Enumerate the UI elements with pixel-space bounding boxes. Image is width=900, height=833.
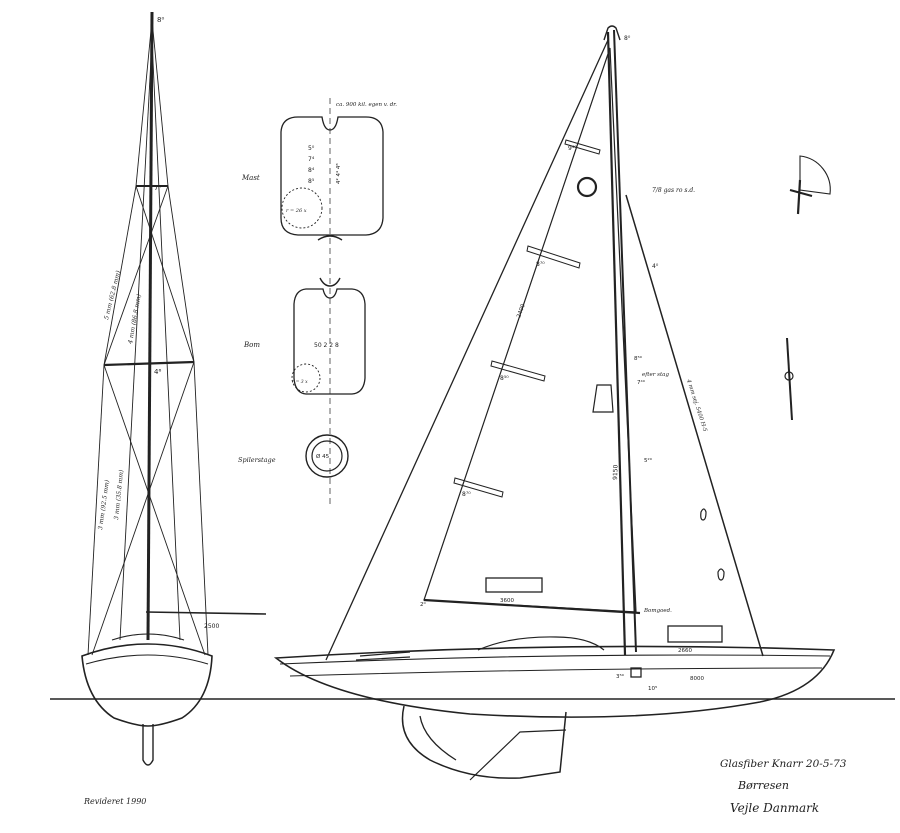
front-mast-top-mark: 8⁰ xyxy=(157,16,164,24)
boom-dims: 50 2 2 8 xyxy=(314,342,339,349)
side-hull xyxy=(273,645,836,718)
clew-mark: 2⁰ xyxy=(420,601,426,608)
side-boom xyxy=(423,598,641,615)
masthead-note: 7/8 gas ro s.d. xyxy=(652,187,695,194)
side-mark-1: 4⁰ xyxy=(652,263,659,270)
boom-radius: r = 3 x xyxy=(292,379,308,385)
front-keel xyxy=(142,724,154,766)
side-view: 8⁰ 7/8 gas ro s.d. 9⁴⁰ 8⁷⁰ 8⁵⁰ 8⁷⁰ 9150 … xyxy=(273,25,836,781)
boom-section xyxy=(293,288,366,395)
keel-note-1: 3⁵⁰ xyxy=(616,673,625,680)
foot-length: 3600 xyxy=(500,598,514,604)
boom-label: Bom xyxy=(243,341,260,349)
sail-height-left: 2400 xyxy=(516,303,527,319)
side-mast-height: 9150 xyxy=(612,464,620,480)
side-mast-top: 8⁰ xyxy=(624,35,631,42)
side-mark-2: 8⁵⁰ xyxy=(634,355,643,362)
backstay xyxy=(625,194,764,657)
title-line-2: Børresen xyxy=(737,779,789,792)
jib-sail xyxy=(325,39,609,661)
mainsail-dim-4: 8⁷⁰ xyxy=(462,491,471,498)
spreader-angle-detail xyxy=(799,155,831,195)
mast-label: Mast xyxy=(241,174,260,182)
front-boom xyxy=(145,611,267,615)
spinnaker-label: Spilerstage xyxy=(238,456,276,464)
spreader-note: efter stag xyxy=(642,372,669,378)
mainsail-dim-2: 8⁷⁰ xyxy=(536,261,545,268)
mast-dim-3: 8⁴ xyxy=(308,167,315,174)
section-top-note: ca. 900 kil. egen v. dr. xyxy=(336,102,397,108)
hull-length: 2660 xyxy=(678,648,692,654)
keel-note-2: 10⁵ xyxy=(648,685,657,692)
waterline-length: 8000 xyxy=(690,676,704,682)
front-hull xyxy=(81,643,213,727)
front-lower-spreader-mark: 4⁶ xyxy=(154,368,161,376)
front-view: 8⁰ 7⁴ 4⁶ 3 mm (92.5 mm) 3 mm (35.8 mm) 4… xyxy=(81,11,267,806)
jib-note-2: 5²⁰ xyxy=(644,457,653,464)
front-mast xyxy=(146,11,154,641)
title-line-3: Vejle Danmark xyxy=(730,801,819,815)
front-upper-spreader-mark: 7⁴ xyxy=(154,184,161,192)
front-shrouds xyxy=(87,19,209,656)
mainsail-dim-3: 8⁵⁰ xyxy=(500,375,509,382)
spinnaker-pole-section xyxy=(305,434,349,478)
mast-dim-4: 8⁵ xyxy=(308,178,315,185)
side-rudder xyxy=(419,715,457,761)
side-mast xyxy=(606,31,627,656)
revision-note: Revideret 1990 xyxy=(83,797,146,806)
side-keel xyxy=(401,705,567,779)
mast-section xyxy=(280,116,384,236)
mast-dim-1: 5⁰ xyxy=(308,145,315,152)
sail-window xyxy=(576,176,598,198)
spreader-end-detail xyxy=(786,337,793,421)
battens xyxy=(453,139,601,498)
front-boom-mark: 2500 xyxy=(204,623,219,630)
title-block: Glasfiber Knarr 20-5-73 Børresen Vejle D… xyxy=(720,758,847,815)
mast-dim-2: 7⁴ xyxy=(308,156,315,163)
lower-spreader xyxy=(103,360,195,367)
mast-radius: r = 26 x xyxy=(286,208,307,214)
foot-note: Bomgoed. xyxy=(643,608,672,614)
mast-dim-right: 4² 4⁴ 4⁸ xyxy=(335,163,342,184)
jib-note-1: 7⁴⁰ xyxy=(637,379,646,386)
sections: ca. 900 kil. egen v. dr. Mast 5⁰ 7⁴ 8⁴ 8… xyxy=(238,98,397,505)
mainsail-dim-1: 9⁴⁰ xyxy=(568,145,577,152)
title-line-1: Glasfiber Knarr 20-5-73 xyxy=(720,758,847,770)
fitting-details xyxy=(784,155,831,421)
spinnaker-dims: Ø 45 xyxy=(316,453,330,460)
